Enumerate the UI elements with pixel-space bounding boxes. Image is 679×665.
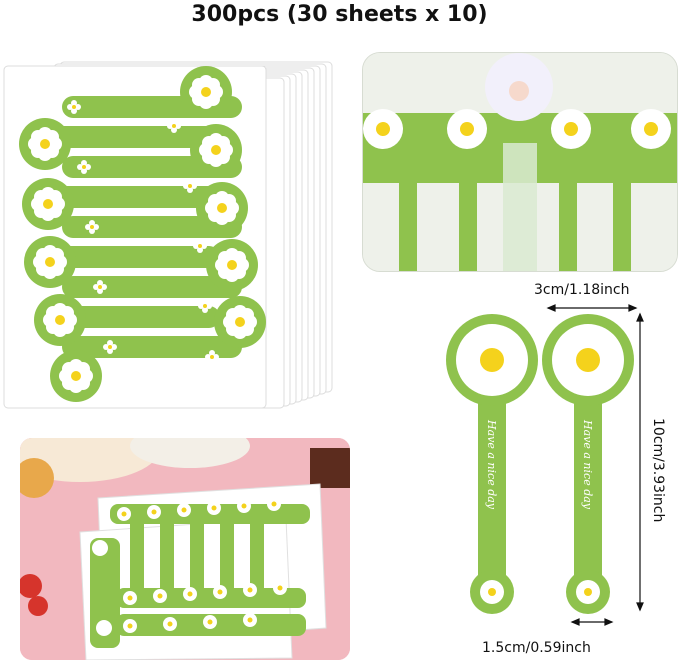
- cup-photo: [362, 52, 678, 272]
- height-label: 10cm/3.93inch: [650, 418, 666, 523]
- sticker-left-text: Have a nice day: [485, 420, 498, 510]
- front-sheet-stickers: [19, 66, 266, 402]
- sticker-right-text: Have a nice day: [581, 420, 594, 510]
- width-bottom-label: 1.5cm/0.59inch: [482, 640, 591, 656]
- table-photo: [20, 438, 350, 660]
- product-title: 300pcs (30 sheets x 10): [191, 2, 488, 27]
- width-top-label: 3cm/1.18inch: [534, 282, 630, 298]
